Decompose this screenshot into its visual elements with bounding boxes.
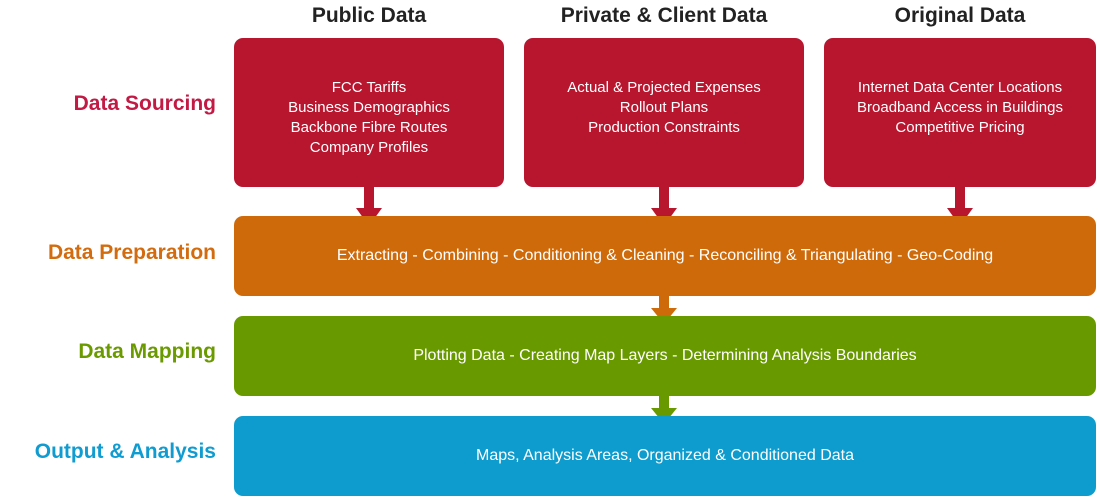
source-item: Backbone Fibre Routes (290, 119, 448, 136)
arrow-down-icon (651, 394, 677, 434)
source-item: Broadband Access in Buildings (857, 99, 1063, 116)
row-label-data-sourcing: Data Sourcing (73, 92, 216, 115)
source-box-public-data: FCC Tariffs Business Demographics Backbo… (234, 38, 504, 187)
stage-text: Maps, Analysis Areas, Organized & Condit… (476, 447, 854, 464)
stage-text: Extracting - Combining - Conditioning & … (336, 247, 994, 264)
stage-text: Plotting Data - Creating Map Layers - De… (413, 347, 917, 364)
column-header-original-data: Original Data (894, 4, 1026, 27)
source-item: Business Demographics (288, 99, 450, 116)
arrow-down-icon (651, 294, 677, 334)
stage-bar-data-mapping: Plotting Data - Creating Map Layers - De… (234, 316, 1096, 396)
source-item: FCC Tariffs (331, 79, 407, 96)
row-label-data-mapping: Data Mapping (78, 340, 216, 363)
column-header-private-client-data: Private & Client Data (560, 4, 768, 27)
stage-bar-output-analysis: Maps, Analysis Areas, Organized & Condit… (234, 416, 1096, 496)
source-item: Rollout Plans (619, 99, 709, 116)
source-box-original-data: Internet Data Center Locations Broadband… (824, 38, 1096, 187)
stage-bar-data-preparation: Extracting - Combining - Conditioning & … (234, 216, 1096, 296)
source-item: Production Constraints (588, 119, 740, 136)
source-box-private-client-data: Actual & Projected Expenses Rollout Plan… (524, 38, 804, 187)
row-label-output-analysis: Output & Analysis (34, 440, 216, 463)
column-header-public-data: Public Data (311, 4, 427, 27)
source-item: Actual & Projected Expenses (567, 79, 761, 96)
source-item: Competitive Pricing (895, 119, 1025, 136)
row-label-data-preparation: Data Preparation (47, 241, 216, 264)
source-item: Internet Data Center Locations (857, 79, 1063, 96)
source-item: Company Profiles (309, 139, 429, 156)
